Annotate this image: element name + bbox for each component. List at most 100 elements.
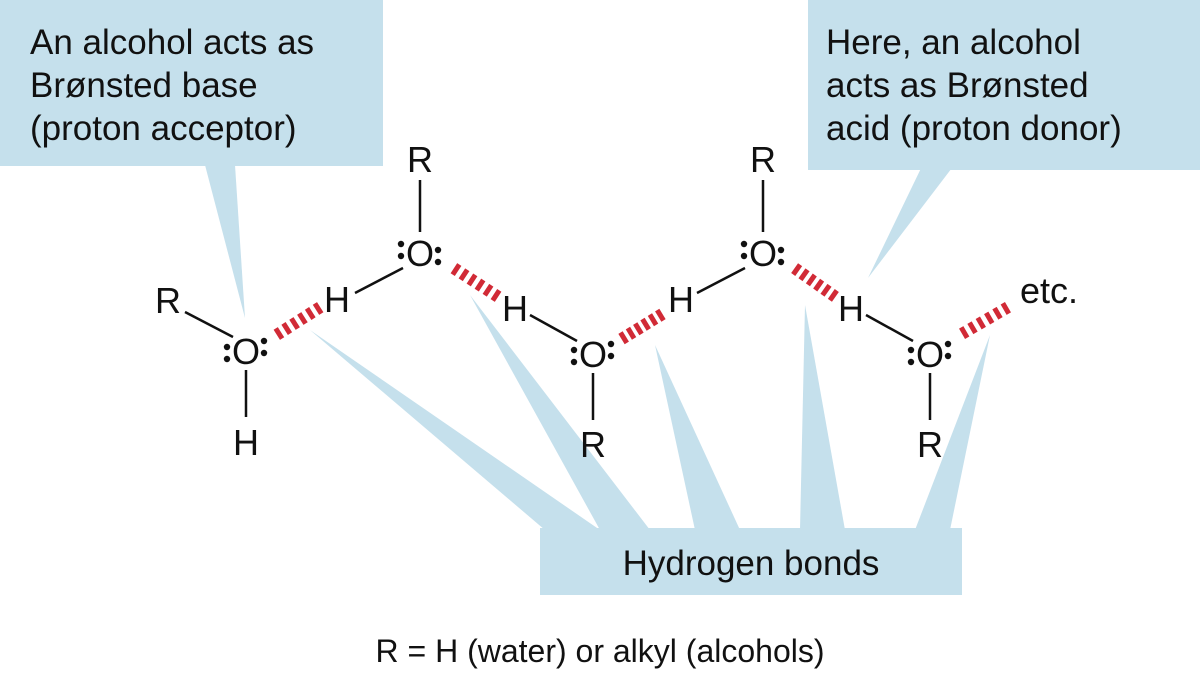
- hbond-dash: [474, 278, 486, 292]
- bond-r1-o1: [184, 310, 234, 339]
- atom-h-3: H: [668, 279, 694, 320]
- lone-pair-dot: [397, 240, 405, 248]
- hbond-dash: [791, 263, 803, 276]
- lone-pair-dot: [740, 252, 748, 260]
- hbond-dash: [458, 268, 470, 282]
- lone-pair-dot: [944, 352, 952, 360]
- hbond-pointer-4: [800, 305, 845, 530]
- hbond-dash: [466, 273, 478, 287]
- hydrogen-bonds: [273, 263, 1011, 345]
- etc-label: etc.: [1020, 270, 1078, 311]
- bond-h-o3: [529, 313, 578, 343]
- atom-o-5: O: [916, 334, 944, 375]
- atoms: R O H H R O H O R H R O H O R etc.: [155, 139, 1078, 465]
- callout-acid: Here, an alcohol acts as Brønsted acid (…: [808, 0, 1200, 170]
- hbond-dash: [450, 263, 462, 276]
- atom-r-bottom-3: R: [580, 424, 606, 465]
- callout-base-line-2: Brønsted base: [30, 66, 258, 105]
- hbond-dash: [805, 273, 817, 287]
- hbond-pointer-3: [655, 345, 740, 530]
- hbond-dash: [820, 283, 832, 297]
- acid-callout-pointer: [868, 160, 958, 278]
- bond-o4-h: [696, 266, 746, 295]
- callout-base-box: [0, 0, 383, 166]
- lone-pair-dot: [223, 343, 231, 351]
- atom-r-top-2: R: [407, 139, 433, 180]
- atom-o-3: O: [579, 334, 607, 375]
- atom-r-bottom-5: R: [917, 424, 943, 465]
- hbond-dash: [625, 326, 637, 340]
- lone-pairs-o2: [397, 240, 442, 266]
- atom-r-top-4: R: [750, 139, 776, 180]
- lone-pair-dot: [434, 246, 442, 254]
- callout-hbonds: Hydrogen bonds: [540, 528, 962, 595]
- hbond-dash: [297, 312, 308, 325]
- caption: R = H (water) or alkyl (alcohols): [376, 633, 825, 669]
- callout-base-line-1: An alcohol acts as: [30, 23, 314, 62]
- lone-pair-dot: [260, 349, 268, 357]
- atom-h-2: H: [502, 288, 528, 329]
- atom-o-2: O: [406, 233, 434, 274]
- hbond-dash: [813, 278, 825, 292]
- atom-r-left: R: [155, 280, 181, 321]
- lone-pairs: [223, 240, 952, 366]
- lone-pairs-o5: [907, 340, 952, 366]
- hbond-5: [959, 301, 1011, 340]
- callout-acid-line-1: Here, an alcohol: [826, 23, 1081, 62]
- lone-pair-dot: [260, 337, 268, 345]
- hbond-2: [450, 263, 502, 302]
- lone-pair-dot: [740, 240, 748, 248]
- hbond-4: [791, 263, 839, 302]
- hbond-dash: [490, 289, 502, 302]
- callout-base: An alcohol acts as Brønsted base (proton…: [0, 0, 383, 166]
- hbond-dash: [281, 322, 293, 335]
- hbond-dash: [289, 317, 300, 330]
- lone-pair-dot: [907, 346, 915, 354]
- lone-pair-dot: [607, 352, 615, 360]
- atom-h-bottom-1: H: [233, 422, 259, 463]
- hbond-3: [618, 308, 666, 345]
- lone-pair-dot: [434, 258, 442, 266]
- callout-acid-line-3: acid (proton donor): [826, 109, 1122, 148]
- lone-pair-dot: [570, 358, 578, 366]
- lone-pair-dot: [907, 358, 915, 366]
- hbond-dash: [304, 307, 316, 320]
- callout-acid-box: [808, 0, 1200, 170]
- lone-pair-dot: [397, 252, 405, 260]
- hbond-dash: [482, 283, 494, 297]
- callout-acid-line-2: acts as Brønsted: [826, 66, 1089, 105]
- lone-pair-dot: [223, 355, 231, 363]
- atom-o-1: O: [232, 331, 260, 372]
- hbond-dash: [1000, 301, 1011, 315]
- hbond-dash: [640, 317, 651, 331]
- hbond-dash: [655, 308, 666, 322]
- lone-pair-dot: [607, 340, 615, 348]
- bond-h-o5: [865, 313, 914, 343]
- bond-o2-h: [354, 266, 404, 295]
- callout-hbonds-label: Hydrogen bonds: [623, 544, 880, 583]
- hbond-dash: [967, 321, 978, 335]
- hbond-dash: [975, 316, 986, 330]
- hbond-dash: [827, 289, 839, 302]
- lone-pair-dot: [777, 258, 785, 266]
- covalent-bonds: [184, 180, 932, 420]
- callout-base-line-3: (proton acceptor): [30, 109, 297, 148]
- hbond-pointer-2: [470, 295, 650, 530]
- hbond-pointer-1: [310, 330, 600, 530]
- hbond-dash: [312, 302, 324, 315]
- lone-pairs-o1: [223, 337, 268, 363]
- atom-o-4: O: [749, 233, 777, 274]
- hbond-dash: [633, 322, 644, 336]
- lone-pair-dot: [777, 246, 785, 254]
- hbond-dash: [992, 306, 1003, 320]
- hbond-1: [273, 302, 324, 340]
- hbond-pointer-5: [915, 335, 990, 530]
- callout-pointers: [205, 160, 990, 530]
- lone-pair-dot: [944, 340, 952, 348]
- hbond-dash: [984, 311, 995, 325]
- base-callout-pointer: [205, 165, 245, 318]
- hbond-dash: [618, 331, 629, 345]
- atom-h-4: H: [838, 288, 864, 329]
- lone-pairs-o3: [570, 340, 615, 366]
